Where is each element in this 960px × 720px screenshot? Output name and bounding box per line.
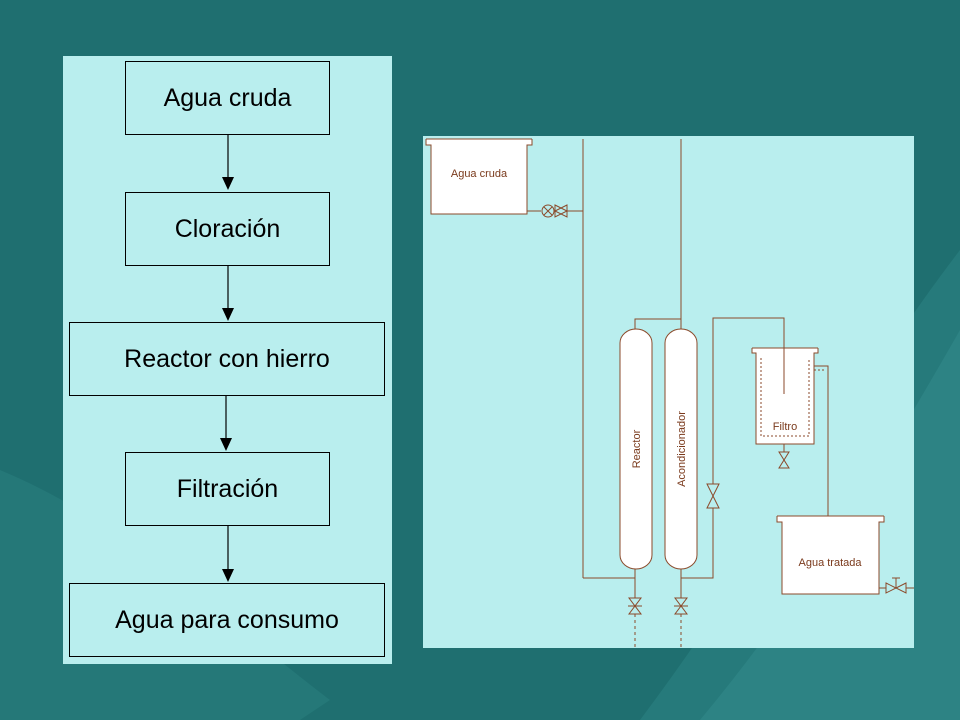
flow-step-raw-water: Agua cruda — [125, 61, 330, 135]
flow-arrow-2 — [222, 266, 234, 321]
flow-step-drinking-water: Agua para consumo — [69, 583, 385, 657]
valve-conditioner-drain-icon — [674, 597, 688, 615]
reactor-column: Reactor — [619, 328, 653, 570]
treated-water-tank-label: Agua tratada — [799, 557, 863, 569]
treated-water-tank: Agua tratada — [776, 515, 885, 595]
flow-arrow-4 — [222, 526, 234, 582]
flow-step-filtration: Filtración — [125, 452, 330, 526]
flowchart-panel: Agua cruda Cloración Reactor con hierro … — [63, 56, 392, 664]
conditioner-label: Acondicionador — [676, 411, 688, 487]
valve-reactor-drain-icon — [628, 597, 642, 615]
raw-water-tank: Agua cruda — [425, 138, 533, 215]
pipe-column-link — [634, 318, 682, 329]
flow-arrow-1 — [222, 135, 234, 190]
flow-arrow-3 — [220, 396, 232, 451]
valve-raw-outlet-icon — [541, 204, 569, 218]
reactor-label: Reactor — [631, 429, 643, 468]
valve-filter-drain-icon — [778, 451, 790, 469]
flow-step-chlorination: Cloración — [125, 192, 330, 266]
tap-outlet-icon — [885, 577, 907, 594]
pipe-conditioner-outlet — [681, 508, 714, 579]
process-schematic-panel: Agua cruda Reactor — [423, 136, 914, 648]
conditioner-column: Acondicionador — [664, 328, 698, 570]
flow-step-iron-reactor: Reactor con hierro — [69, 322, 385, 396]
filter-vessel: Filtro — [751, 347, 819, 445]
raw-water-tank-label: Agua cruda — [451, 168, 508, 180]
valve-filter-feed-icon — [706, 483, 720, 509]
pipe-filter-outlet — [814, 365, 829, 516]
filter-label: Filtro — [773, 421, 797, 433]
